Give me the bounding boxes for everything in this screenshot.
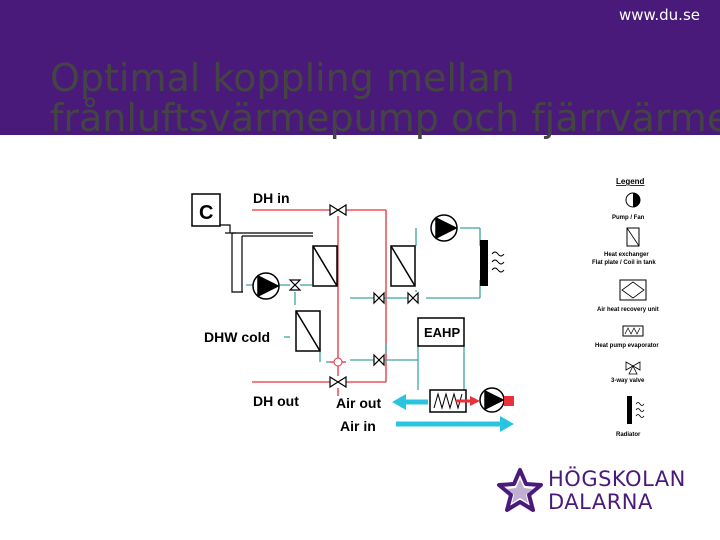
heat-exchangers [295,245,416,352]
eahp-unit: EAHP [417,317,465,347]
legend-evaporator-label: Heat pump evaporator [595,343,659,349]
legend-hx-label-1: Heat exchanger [604,252,649,258]
dhw-cold-label: DHW cold [204,329,270,345]
legend-pump-label: Pump / Fan [612,215,645,221]
junction-circles [333,357,343,367]
hogskolan-dalarna-logo: HÖGSKOLAN DALARNA [496,465,706,517]
radiator [480,240,505,286]
eahp-label: EAHP [424,325,460,340]
three-way-valves [288,203,419,389]
legend-evaporator-icon [622,325,644,337]
logo-line-1: HÖGSKOLAN [548,467,686,491]
title-line-2: frånluftsvärmepump och fjärrvärme [50,96,720,140]
air-out-label: Air out [336,395,381,411]
controller-label: C [199,202,213,224]
legend-air-recovery-icon [619,279,647,301]
logo-line-2: DALARNA [548,490,653,514]
air-arrows [392,394,514,432]
tank-outline [231,232,313,293]
legend: Legend Pump / Fan Heat exchanger Flat pl… [592,177,659,438]
hot-pipes [252,209,387,396]
legend-radiator-icon [627,396,632,424]
star-logo-icon [497,468,543,512]
controller-box: C [191,193,236,234]
air-in-label: Air in [340,418,376,434]
legend-valve-icon [625,361,641,375]
legend-valve-label: 3-way valve [611,378,645,384]
legend-title: Legend [616,177,645,186]
dh-out-label: DH out [253,393,299,409]
pumps [252,214,505,413]
slide-title: Optimal koppling mellan frånluftsvärmepu… [50,56,720,140]
header-band: www.du.se [0,0,720,135]
cold-pipes [246,227,481,390]
logo-text: HÖGSKOLAN DALARNA [548,468,686,514]
legend-radiator-label: Radiator [616,432,641,438]
title-line-1: Optimal koppling mellan [50,56,515,100]
legend-air-recovery-label: Air heat recovery unit [597,307,659,313]
legend-hx-label-2: Flat plate / Coil in tank [592,260,656,266]
dh-in-label: DH in [253,190,290,206]
site-url[interactable]: www.du.se [618,6,700,24]
